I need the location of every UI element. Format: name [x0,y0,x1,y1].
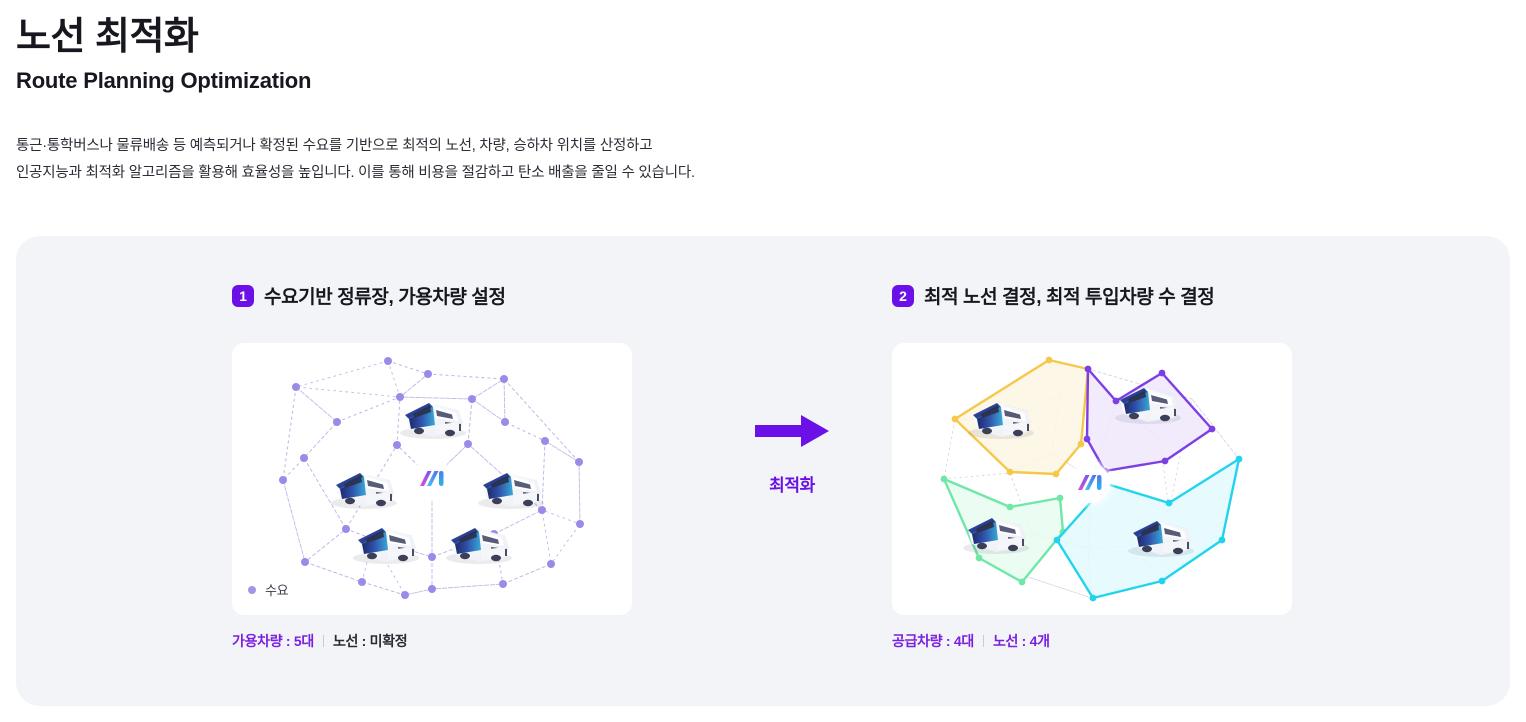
step-1-header: 1 수요기반 정류장, 가용차량 설정 [232,282,506,309]
van-icon [331,473,397,509]
demand-legend: 수요 [248,580,289,599]
step-2: 2 최적 노선 결정, 최적 투입차량 수 결정 [892,236,1526,706]
step-2-header: 2 최적 노선 결정, 최적 투입차량 수 결정 [892,282,1215,309]
step-1-caption: 가용차량 : 5대 노선 : 미확정 [232,631,408,651]
caption-separator [982,635,984,647]
ai-logo-mark [406,453,458,505]
optimization-label: 최적화 [769,476,815,495]
van-icon [478,473,544,509]
step-1-badge: 1 [232,284,254,307]
page-title: 노선 최적화 [16,16,199,58]
step-2-route-count: 노선 : 4개 [992,633,1050,649]
steps-container: 1 수요기반 정류장, 가용차량 설정 [16,236,1510,706]
van-icon [400,403,466,439]
ai-logo-mark [1064,457,1116,509]
demand-network-diagram [279,357,584,599]
step-1-diagram-card: 수요 [232,343,632,615]
page-subtitle: Route Planning Optimization [16,68,312,93]
arrow-right-icon [755,415,829,447]
van-icon [353,528,419,564]
description-line-1: 통근·통학버스나 물류배송 등 예측되거나 확정된 수요를 기반으로 최적의 노… [16,138,653,154]
step-1: 1 수요기반 정류장, 가용차량 설정 [232,236,932,706]
optimized-routes-diagram [940,356,1243,602]
van-icon [446,528,512,564]
description-line-2: 인공지능과 최적화 알고리즘을 활용해 효율성을 높입니다. 이를 통해 비용을… [16,165,695,181]
diagram-panel: 1 수요기반 정류장, 가용차량 설정 [16,236,1510,706]
step-1-route-count: 노선 : 미확정 [332,633,408,649]
optimization-transition: 최적화 [722,412,862,496]
page-description: 통근·통학버스나 물류배송 등 예측되거나 확정된 수요를 기반으로 최적의 노… [16,133,695,187]
demand-legend-label: 수요 [265,583,289,598]
step-2-title: 최적 노선 결정, 최적 투입차량 수 결정 [924,287,1215,308]
step-1-vehicle-count: 가용차량 : 5대 [232,633,314,649]
step-2-caption: 공급차량 : 4대 노선 : 4개 [892,631,1050,651]
step-2-diagram-card [892,343,1292,615]
step-1-title: 수요기반 정류장, 가용차량 설정 [264,287,506,308]
step-2-vehicle-count: 공급차량 : 4대 [892,633,974,649]
step-2-badge: 2 [892,284,914,307]
page-header: 노선 최적화 Route Planning Optimization [16,14,1216,96]
caption-separator [322,635,324,647]
demand-legend-dot [248,585,256,594]
